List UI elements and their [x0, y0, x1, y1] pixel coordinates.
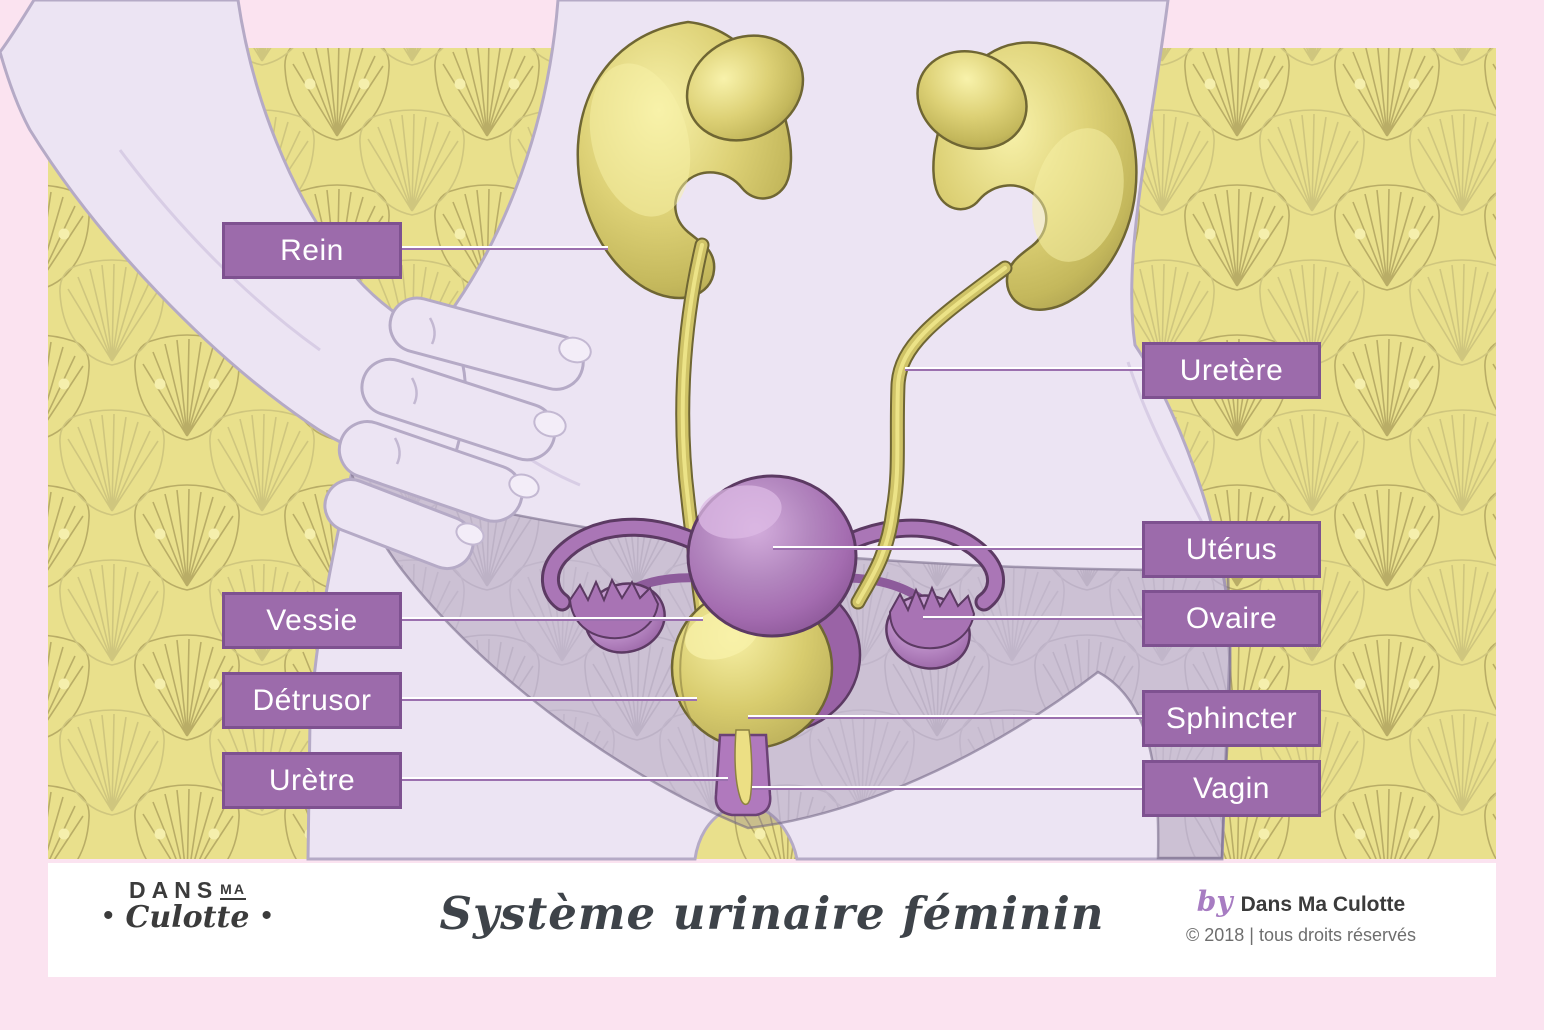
label-uterus: Utérus	[1142, 521, 1321, 578]
fingers	[323, 296, 585, 571]
label-vagin: Vagin	[1142, 760, 1321, 817]
leader-line-uretre	[402, 777, 728, 781]
logo-dot-left-icon: •	[103, 899, 114, 932]
kidney-right	[916, 41, 1138, 311]
fimbriae-left	[568, 577, 660, 640]
byline-name: Dans Ma Culotte	[1240, 893, 1406, 916]
leader-line-uterus	[773, 546, 1142, 550]
logo-ma: MA	[220, 881, 246, 900]
label-rein-text: Rein	[280, 233, 344, 267]
label-vessie-text: Vessie	[266, 603, 358, 637]
fingernails	[455, 336, 592, 546]
byline-by: by	[1196, 885, 1233, 918]
poster-title: Système urinaire féminin	[439, 887, 1105, 940]
label-detrusor: Détrusor	[222, 672, 402, 729]
leader-line-sphincter	[748, 715, 1142, 719]
leader-line-vessie	[402, 617, 703, 621]
leader-line-rein	[402, 246, 608, 250]
label-uretre-text: Urètre	[268, 763, 356, 797]
label-uterus-text: Utérus	[1185, 532, 1278, 566]
leader-line-detrusor	[402, 697, 697, 701]
leader-line-ovaire	[923, 616, 1142, 620]
urethra	[714, 729, 772, 817]
kidney-left	[576, 20, 805, 300]
label-rein: Rein	[222, 222, 402, 279]
logo-dot-right-icon: •	[261, 899, 272, 932]
leader-line-uretere	[905, 367, 1142, 371]
label-ovaire-text: Ovaire	[1185, 601, 1278, 635]
ureter-right	[850, 260, 1013, 610]
byline: by Dans Ma Culotte	[1197, 885, 1405, 918]
leader-line-vagin	[752, 786, 1142, 790]
label-sphincter-text: Sphincter	[1165, 701, 1298, 735]
logo-dans: DANS	[128, 877, 219, 903]
knuckle-creases	[393, 317, 436, 465]
label-vagin-text: Vagin	[1192, 771, 1270, 805]
label-detrusor-text: Détrusor	[252, 683, 372, 717]
label-uretre: Urètre	[222, 752, 402, 809]
label-uretere-text: Uretère	[1179, 353, 1284, 387]
label-ovaire: Ovaire	[1142, 590, 1321, 647]
label-vessie: Vessie	[222, 592, 402, 649]
label-sphincter: Sphincter	[1142, 690, 1321, 747]
copyright-text: © 2018 | tous droits réservés	[1185, 925, 1416, 945]
label-uretere: Uretère	[1142, 342, 1321, 399]
credits-block: by Dans Ma Culotte © 2018 | tous droits …	[1186, 885, 1416, 946]
logo-script: Culotte	[125, 900, 250, 935]
uterus-body	[686, 474, 858, 638]
